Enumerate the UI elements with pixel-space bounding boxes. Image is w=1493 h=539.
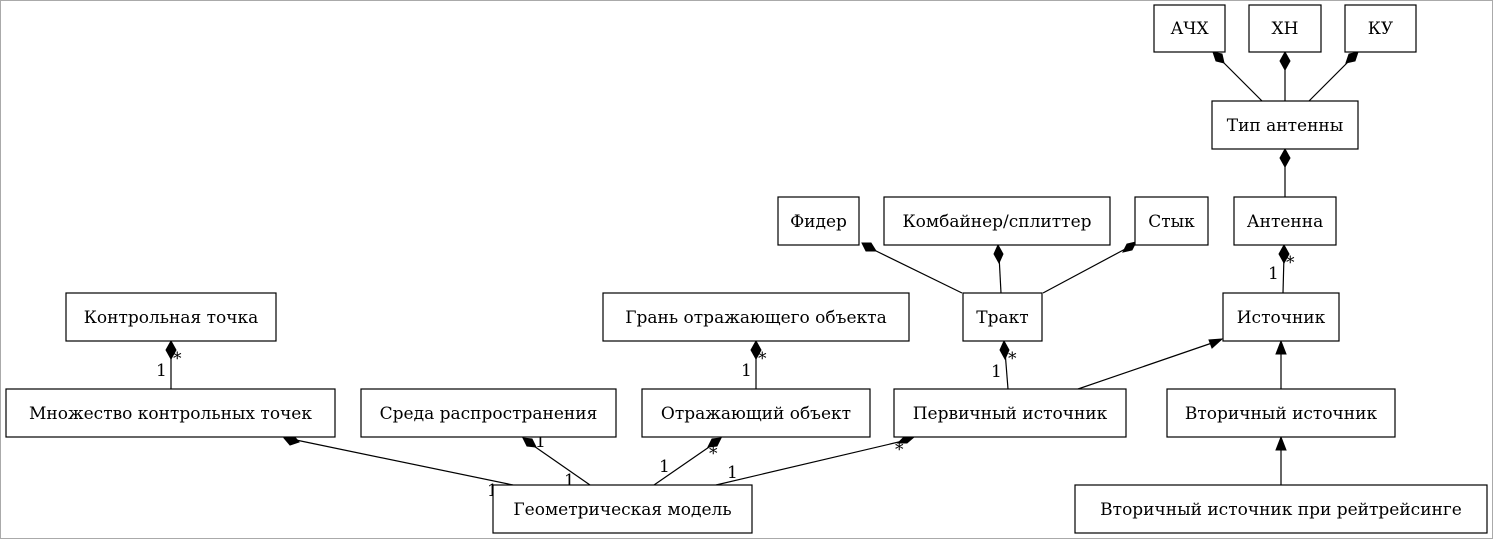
multiplicity-label: 1 (659, 457, 670, 477)
edge-geo-primary (715, 440, 904, 486)
node-label: КУ (1368, 19, 1394, 39)
node-antenna-type[interactable]: Тип антенны (1211, 100, 1359, 150)
multiplicity-label: 1 (727, 463, 738, 483)
multiplicity-label: * (1008, 349, 1017, 369)
node-propagation-medium[interactable]: Среда распространения (360, 388, 617, 438)
node-label: Тип антенны (1227, 116, 1344, 136)
node-label: Источник (1237, 308, 1326, 328)
node-label: Вторичный источник (1185, 404, 1378, 424)
multiplicity-label: 1 (535, 432, 546, 452)
generalization-arrow (1275, 435, 1287, 451)
node-label: Отражающий объект (661, 404, 851, 424)
node-label: Множество контрольных точек (29, 404, 312, 424)
node-secondary-source-raytracing[interactable]: Вторичный источник при рейтрейсинге (1074, 484, 1488, 534)
edges (165, 50, 1359, 486)
generalization-arrow (1275, 339, 1287, 355)
multiplicity-label: 1 (991, 362, 1002, 382)
multiplicity-label: * (758, 349, 767, 369)
node-combiner[interactable]: Комбайнер/сплиттер (883, 196, 1111, 246)
node-feeder[interactable]: Фидер (777, 196, 860, 246)
node-label: Первичный источник (913, 404, 1108, 424)
composition-diamond (1278, 243, 1290, 265)
node-xn[interactable]: ХН (1248, 4, 1322, 53)
composition-diamond (522, 437, 537, 448)
edge-tract-feeder (869, 247, 963, 294)
multiplicity-label: 1 (741, 361, 752, 381)
multiplicity-label: 1 (1268, 264, 1279, 284)
node-label: Антенна (1247, 212, 1323, 232)
node-label: Вторичный источник при рейтрейсинге (1100, 500, 1462, 520)
node-label: Геометрическая модель (513, 500, 731, 520)
composition-diamond (1279, 50, 1291, 72)
multiplicity-label: * (709, 444, 718, 464)
composition-diamond (861, 242, 877, 252)
node-achx[interactable]: АЧХ (1153, 4, 1226, 53)
composition-diamond (707, 437, 722, 448)
composition-diamond (750, 339, 762, 361)
node-control-point[interactable]: Контрольная точка (65, 292, 277, 342)
edge-tract-joint (1042, 246, 1130, 294)
node-label: АЧХ (1170, 19, 1209, 39)
composition-diamond (999, 339, 1010, 361)
node-label: Комбайнер/сплиттер (902, 212, 1091, 232)
multiplicity-label: 1 (156, 361, 167, 381)
multiplicity-label: * (173, 349, 182, 369)
multiplicity-label: * (1286, 253, 1295, 273)
node-label: Среда распространения (380, 404, 598, 424)
node-reflecting-face[interactable]: Грань отражающего объекта (602, 292, 910, 342)
edge-antenna-type-ku (1308, 57, 1353, 102)
edge-geo-refobj (653, 444, 713, 486)
composition-diamond (1212, 51, 1225, 64)
node-label: Грань отражающего объекта (625, 308, 886, 328)
node-ku[interactable]: КУ (1344, 4, 1417, 53)
composition-diamond (1345, 51, 1359, 64)
edge-primary-source-generalization (1077, 342, 1213, 390)
edge-geo-control-set (295, 439, 514, 486)
node-source[interactable]: Источник (1222, 292, 1340, 342)
composition-diamond (1279, 147, 1291, 169)
node-primary-source[interactable]: Первичный источник (893, 388, 1127, 438)
multiplicity-label: * (895, 440, 904, 460)
multiplicity-labels: * 1 * 1 * 1 * 1 * 1 1 1 * 1 * 1 (156, 253, 1295, 501)
composition-diamond (165, 339, 177, 361)
node-label: ХН (1272, 19, 1299, 39)
composition-diamond (1122, 241, 1137, 253)
composition-diamond (993, 243, 1004, 265)
node-geometric-model[interactable]: Геометрическая модель (492, 484, 753, 534)
node-control-point-set[interactable]: Множество контрольных точек (5, 388, 336, 438)
edge-antenna-type-achx (1217, 56, 1263, 102)
multiplicity-label: 1 (564, 471, 575, 491)
node-label: Контрольная точка (84, 308, 259, 328)
node-label: Тракт (976, 308, 1028, 328)
node-reflecting-object[interactable]: Отражающий объект (641, 388, 871, 438)
generalization-arrow (1208, 338, 1224, 349)
node-label: Стык (1148, 212, 1195, 232)
node-joint[interactable]: Стык (1134, 196, 1209, 246)
edge-geo-medium (530, 443, 591, 486)
node-secondary-source[interactable]: Вторичный источник (1166, 388, 1396, 438)
node-antenna[interactable]: Антенна (1233, 196, 1337, 246)
node-tract[interactable]: Тракт (962, 292, 1043, 342)
node-label: Фидер (790, 212, 847, 232)
